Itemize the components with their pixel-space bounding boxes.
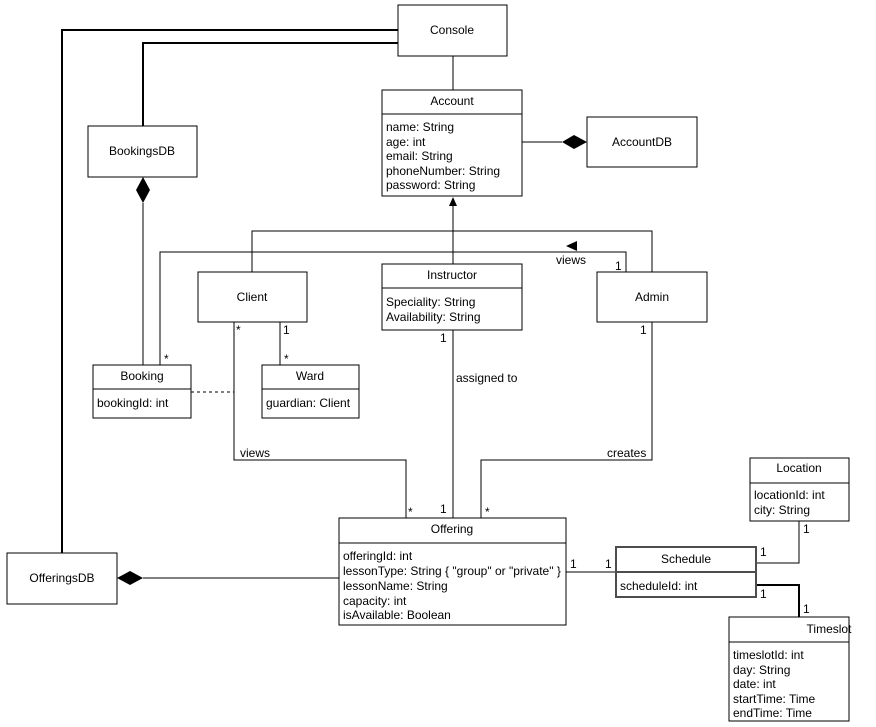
inheritance-arrow-icon [449,197,457,206]
location-class[interactable]: Location locationId: int city: String [749,457,850,522]
multiplicity-label: 1 [640,323,647,337]
client-title: Client [237,290,268,304]
multiplicity-label: * [408,505,413,519]
multiplicity-label: 1 [440,502,447,516]
accountdb-title: AccountDB [612,135,672,149]
booking-attr: bookingId: int [97,396,169,410]
multiplicities: 1 * * 1 * 1 1 * 1 * 1 1 1 1 1 1 [164,259,810,616]
timeslot-attr: endTime: Time [733,706,812,720]
account-attr: phoneNumber: String [386,164,500,178]
booking-title: Booking [120,369,163,383]
offering-attr: lessonName: String [343,579,448,593]
offeringsdb-box[interactable]: OfferingsDB [6,552,118,605]
composition-diamond-icon [117,571,143,585]
account-attr: email: String [386,149,453,163]
offering-title: Offering [431,522,473,536]
offering-attr: offeringId: int [343,549,413,563]
schedule-location-link [756,521,800,564]
account-title: Account [430,94,474,108]
instructor-class[interactable]: Instructor Speciality: String Availabili… [381,263,523,331]
account-attr: age: int [386,135,426,149]
console-offeringsdb-link [61,29,398,553]
instructor-attr: Speciality: String [386,295,475,309]
offeringsdb-title: OfferingsDB [29,571,94,585]
timeslot-attr: date: int [733,677,776,691]
admin-box[interactable]: Admin [596,271,708,323]
account-class[interactable]: Account name: String age: int email: Str… [381,89,523,197]
booking-admin-views-link [159,251,627,365]
schedule-attr: scheduleId: int [620,579,698,593]
bookingsdb-box[interactable]: BookingsDB [87,125,198,178]
views-label-top: views [556,253,586,267]
relationship-labels: views views assigned to creates [240,253,646,460]
multiplicity-label: 1 [440,331,447,345]
schedule-timeslot-link [756,584,800,617]
location-attr: city: String [754,503,810,517]
client-box[interactable]: Client [197,271,308,323]
location-title: Location [776,461,821,475]
ward-title: Ward [296,369,324,383]
multiplicity-label: 1 [570,557,577,571]
offering-class[interactable]: Offering offeringId: int lessonType: Str… [338,517,567,626]
console-title: Console [430,23,474,37]
accountdb-box[interactable]: AccountDB [586,116,698,168]
bookingsdb-title: BookingsDB [109,144,175,158]
account-attr: name: String [386,120,454,134]
assigned-to-label: assigned to [456,371,518,385]
offering-attr: isAvailable: Boolean [343,608,451,622]
instructor-attr: Availability: String [386,310,481,324]
multiplicity-label: 1 [803,522,810,536]
multiplicity-label: 1 [605,557,612,571]
timeslot-class[interactable]: Timeslot timeslotId: int day: String dat… [728,616,853,722]
location-attr: locationId: int [754,488,825,502]
composition-diamond-icon [136,177,150,203]
booking-class[interactable]: Booking bookingId: int [92,364,192,419]
multiplicity-label: 1 [803,602,810,616]
ward-class[interactable]: Ward guardian: Client [261,364,360,419]
admin-title: Admin [635,290,669,304]
multiplicity-label: * [164,352,169,366]
multiplicity-label: 1 [760,587,767,601]
views-label-client: views [240,446,270,460]
instructor-title: Instructor [427,268,477,282]
timeslot-attr: day: String [733,663,790,677]
connectors [61,29,800,617]
admin-offering-link [480,322,653,518]
timeslot-attr: timeslotId: int [733,648,804,662]
multiplicity-label: 1 [615,259,622,273]
multiplicity-label: 1 [760,545,767,559]
console-box[interactable]: Console [397,4,508,57]
composition-diamond-icon [562,135,587,149]
offering-attr: capacity: int [343,594,407,608]
timeslot-attr: startTime: Time [733,692,816,706]
multiplicity-label: * [284,352,289,366]
timeslot-title: Timeslot [807,622,853,636]
direction-arrow-icon [566,241,577,251]
offering-attr: lessonType: String { "group" or "private… [343,564,561,578]
schedule-class[interactable]: Schedule scheduleId: int [615,546,757,598]
multiplicity-label: 1 [283,323,290,337]
ward-attr: guardian: Client [266,396,351,410]
account-attr: password: String [386,178,475,192]
console-bookingsdb-link [142,42,398,126]
client-offering-views-link [233,322,407,518]
multiplicity-label: * [236,323,241,337]
creates-label: creates [607,446,646,460]
schedule-title: Schedule [661,552,711,566]
multiplicity-label: * [485,505,490,519]
